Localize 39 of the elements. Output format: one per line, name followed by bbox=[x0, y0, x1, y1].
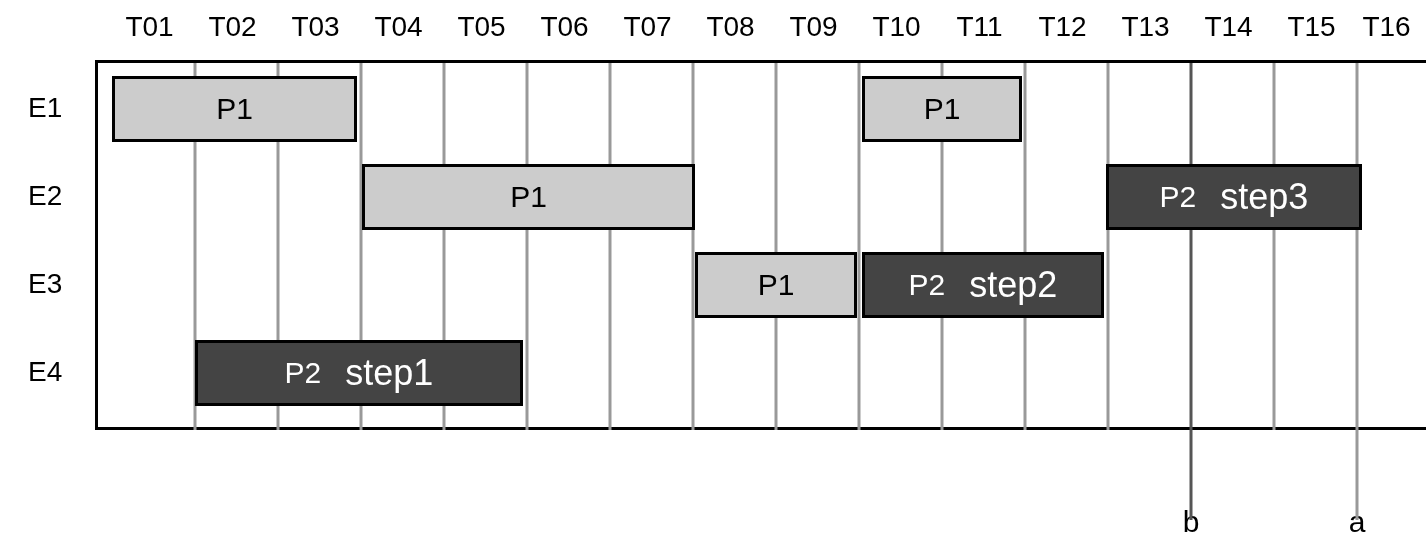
task-bar bbox=[695, 252, 857, 318]
task-bar bbox=[1106, 164, 1362, 230]
task-label: P1 bbox=[510, 180, 547, 214]
row-label: E2 bbox=[28, 179, 63, 213]
time-label: T13 bbox=[1120, 10, 1171, 44]
time-label: T07 bbox=[622, 10, 673, 44]
task-label: P1 bbox=[923, 92, 961, 126]
time-label: T03 bbox=[290, 10, 341, 44]
time-label: T05 bbox=[456, 10, 507, 44]
task-label: step3 bbox=[1220, 176, 1309, 218]
marker-label: b bbox=[1181, 505, 1201, 539]
marker-label: a bbox=[1347, 505, 1367, 539]
time-label: T15 bbox=[1286, 10, 1337, 44]
time-label: T09 bbox=[788, 10, 839, 44]
task-label: P2 bbox=[908, 268, 946, 302]
time-label: T08 bbox=[705, 10, 756, 44]
time-label: T10 bbox=[871, 10, 922, 44]
row-label: E3 bbox=[28, 267, 63, 301]
task-label: P2 bbox=[284, 356, 322, 390]
time-label: T14 bbox=[1203, 10, 1254, 44]
task-label: step2 bbox=[969, 264, 1058, 306]
row-label: E1 bbox=[28, 91, 63, 125]
time-label: T11 bbox=[955, 10, 1004, 44]
task-bar bbox=[862, 252, 1104, 318]
time-label: T16 bbox=[1361, 10, 1412, 44]
task-label: P1 bbox=[216, 92, 253, 126]
time-label: T02 bbox=[207, 10, 258, 44]
time-label: T04 bbox=[373, 10, 424, 44]
row-label: E4 bbox=[28, 355, 63, 389]
task-label: step1 bbox=[345, 352, 434, 394]
task-label: P1 bbox=[757, 268, 795, 302]
task-bar bbox=[195, 340, 523, 406]
task-bar bbox=[362, 164, 695, 230]
time-label: T12 bbox=[1037, 10, 1088, 44]
task-bar bbox=[112, 76, 357, 142]
time-label: T01 bbox=[124, 10, 175, 44]
task-label: P2 bbox=[1159, 180, 1197, 214]
time-label: T06 bbox=[539, 10, 590, 44]
task-bar bbox=[862, 76, 1022, 142]
